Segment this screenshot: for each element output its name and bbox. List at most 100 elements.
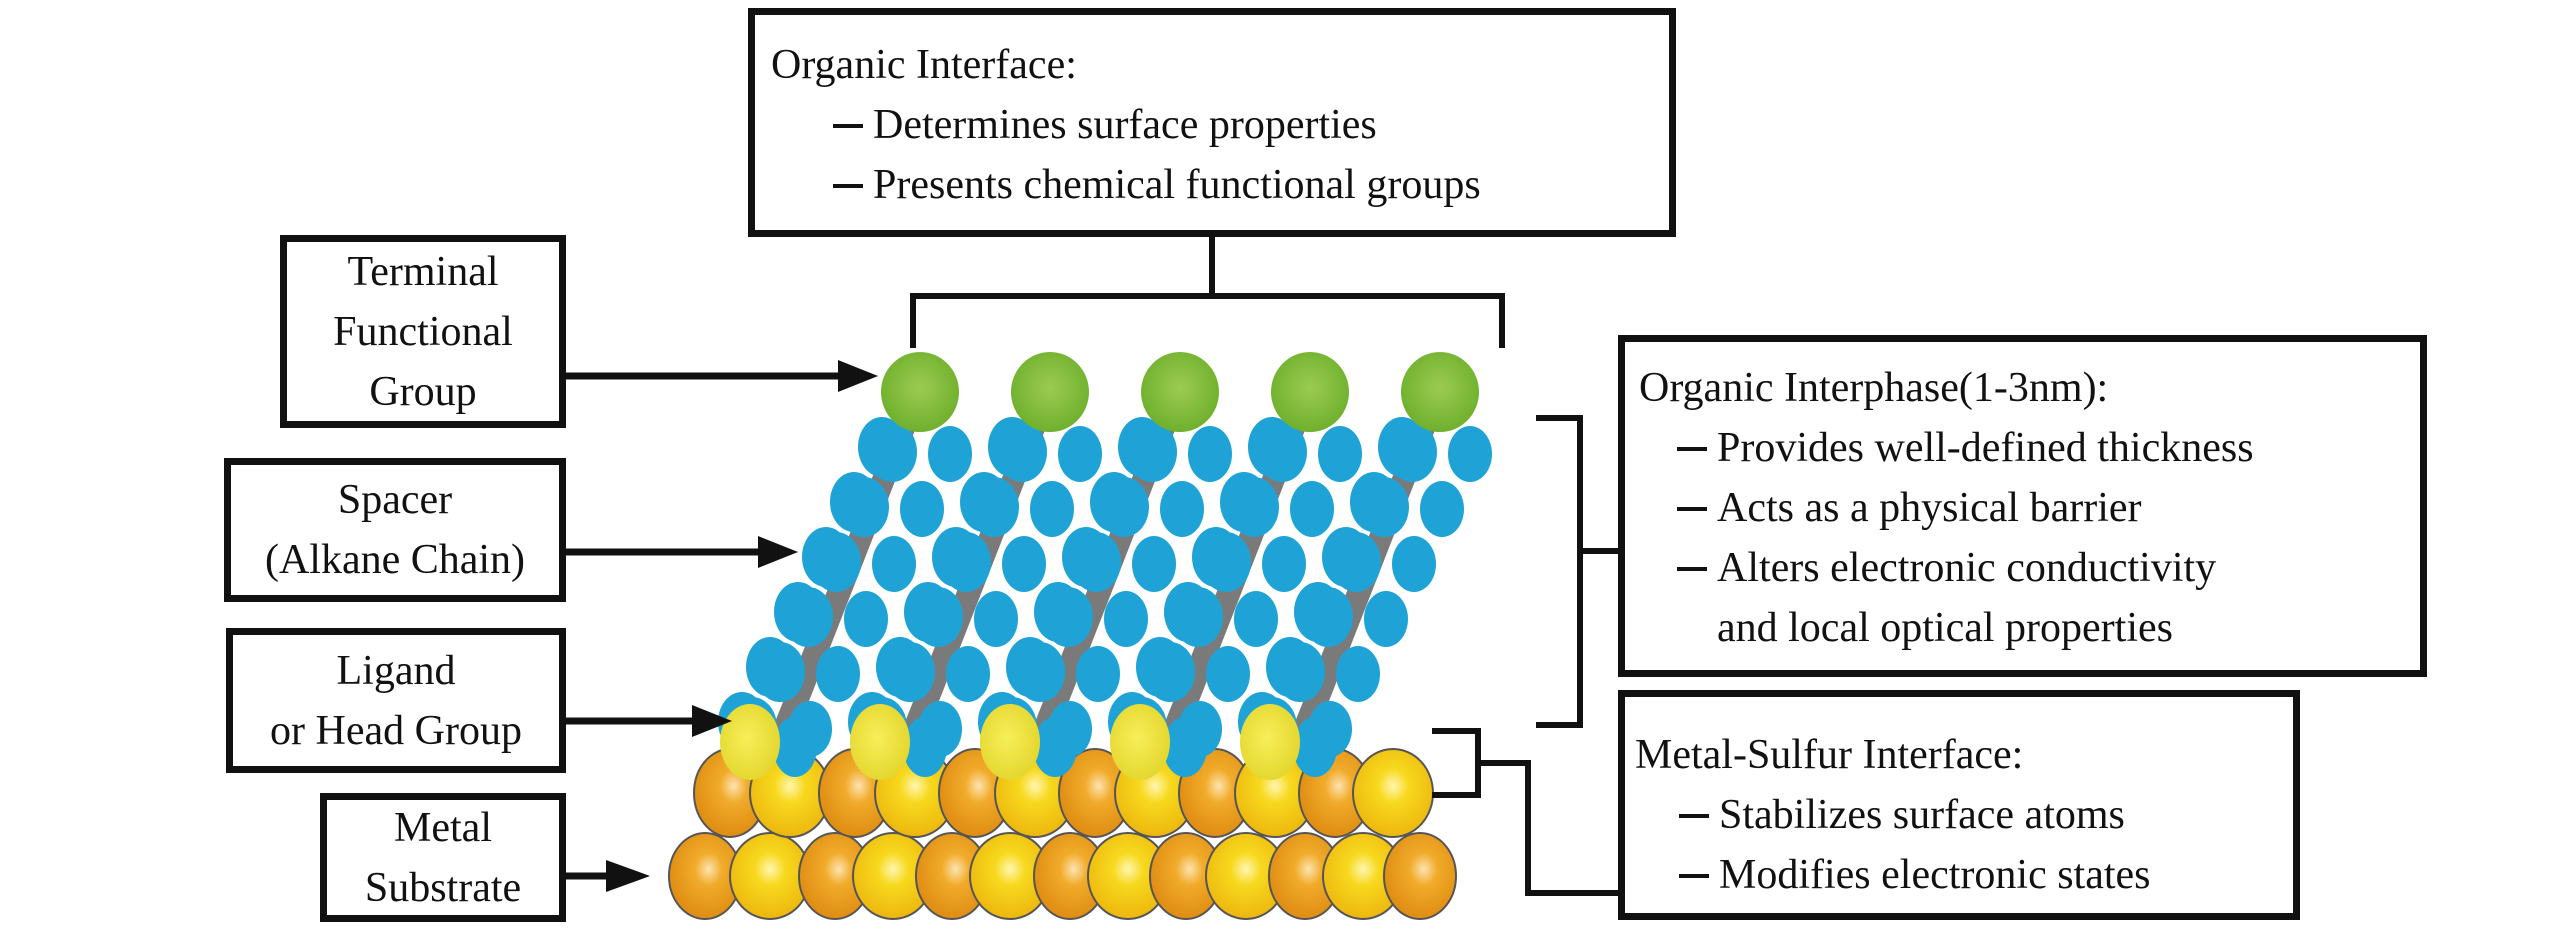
hydrogen-atom <box>1030 481 1074 537</box>
label-line: Spacer <box>337 477 453 523</box>
hydrogen-atom <box>1420 481 1464 537</box>
bullet-item: Determines surface properties <box>771 95 1653 155</box>
metal-sulfur-title: Metal-Sulfur Interface: <box>1635 732 2024 778</box>
hydrogen-atom <box>1071 532 1121 592</box>
bullet-item: Stabilizes surface atoms <box>1635 785 2279 845</box>
hydrogen-atom <box>1099 477 1149 537</box>
hydrogen-atom <box>1201 532 1251 592</box>
organic-interface-title: Organic Interface: <box>771 42 1077 88</box>
hydrogen-atom <box>1293 717 1337 777</box>
dash-icon <box>833 184 863 188</box>
bullet-item: Acts as a physical barrier <box>1639 478 2402 538</box>
hydrogen-atom <box>816 646 860 702</box>
organic-interphase-box: Organic Interphase(1-3nm): Provides well… <box>1618 335 2427 677</box>
dash-icon <box>1677 507 1707 511</box>
hydrogen-atom <box>1002 536 1046 592</box>
hydrogen-atom <box>1229 477 1279 537</box>
hydrogen-atom <box>1318 426 1362 482</box>
gold-atom <box>1352 748 1434 838</box>
label-line: Substrate <box>364 864 522 911</box>
bullet-item: Alters electronic conductivity <box>1639 538 2402 598</box>
label-line: or Head Group <box>270 707 522 754</box>
sulfur-atom <box>720 704 780 780</box>
arrow-substrate <box>566 860 650 892</box>
hydrogen-atom <box>1033 717 1077 777</box>
hydrogen-atom <box>844 591 888 647</box>
alkane-chain <box>1238 352 1492 780</box>
hydrogen-atom <box>1336 646 1380 702</box>
organic-interface-bracket <box>910 237 1505 348</box>
connectors <box>566 237 1620 896</box>
dash-icon <box>1679 814 1709 818</box>
dash-icon <box>1677 447 1707 451</box>
hydrogen-atom <box>1262 536 1306 592</box>
hydrogen-atom <box>1145 642 1195 702</box>
hydrogen-atom <box>1257 422 1307 482</box>
bullet-item: Modifies electronic states <box>1635 845 2279 905</box>
alkane-chain <box>978 352 1232 780</box>
bullet-item: Presents chemical functional groups <box>771 155 1653 215</box>
terminal-group-atom <box>1271 352 1349 432</box>
arrow-spacer <box>566 536 798 568</box>
label-line: Metal <box>394 804 492 851</box>
sulfur-atom <box>1240 704 1300 780</box>
metal-substrate-atoms <box>668 748 1457 920</box>
label-line: Terminal <box>347 248 499 295</box>
hydrogen-atom <box>1448 426 1492 482</box>
hydrogen-atom <box>1132 536 1176 592</box>
hydrogen-atom <box>1359 477 1409 537</box>
hydrogen-atom <box>885 642 935 702</box>
arrow-terminal-group <box>566 360 878 392</box>
metal-sulfur-bracket <box>1432 728 1620 896</box>
hydrogen-atom <box>1058 426 1102 482</box>
sulfur-atom <box>980 704 1040 780</box>
metal-substrate-box: Metal Substrate <box>320 793 566 922</box>
bullet-continuation: and local optical properties <box>1717 605 2173 651</box>
dash-icon <box>1677 567 1707 571</box>
hydrogen-atom <box>1234 591 1278 647</box>
hydrogen-atom <box>1104 591 1148 647</box>
hydrogen-atom <box>997 422 1047 482</box>
sulfur-atom <box>1110 704 1170 780</box>
hydrogen-atom <box>1303 587 1353 647</box>
hydrogen-atom <box>974 591 1018 647</box>
hydrogen-atom <box>1163 717 1207 777</box>
hydrogen-atom <box>1275 642 1325 702</box>
ligand-head-group-box: Ligand or Head Group <box>226 628 566 773</box>
hydrogen-atom <box>903 717 947 777</box>
bullet-item: Provides well-defined thickness <box>1639 418 2402 478</box>
hydrogen-atom <box>1015 642 1065 702</box>
hydrogen-atom <box>811 532 861 592</box>
hydrogen-atom <box>941 532 991 592</box>
hydrogen-atom <box>1392 536 1436 592</box>
sulfur-atom <box>850 704 910 780</box>
hydrogen-atom <box>839 477 889 537</box>
hydrogen-atom <box>1188 426 1232 482</box>
alkane-chain <box>718 352 972 780</box>
hydrogen-atom <box>783 587 833 647</box>
hydrogen-atom <box>928 426 972 482</box>
hydrogen-atom <box>1364 591 1408 647</box>
terminal-group-atom <box>1011 352 1089 432</box>
hydrogen-atom <box>969 477 1019 537</box>
organic-interphase-bracket <box>1536 415 1620 728</box>
hydrogen-atom <box>946 646 990 702</box>
alkane-chains <box>718 352 1492 780</box>
hydrogen-atom <box>867 422 917 482</box>
hydrogen-atom <box>872 536 916 592</box>
label-line: (Alkane Chain) <box>264 537 526 583</box>
hydrogen-atom <box>1173 587 1223 647</box>
hydrogen-atom <box>773 717 817 777</box>
terminal-group-atom <box>881 352 959 432</box>
arrow-ligand <box>566 705 732 737</box>
spacer-box: Spacer (Alkane Chain) <box>224 458 566 602</box>
gold-atom-dark <box>1383 832 1457 920</box>
terminal-functional-group-box: Terminal Functional Group <box>280 235 566 428</box>
hydrogen-atom <box>1290 481 1334 537</box>
terminal-group-atom <box>1141 352 1219 432</box>
hydrogen-atom <box>1387 422 1437 482</box>
hydrogen-atom <box>913 587 963 647</box>
dash-icon <box>1679 874 1709 878</box>
hydrogen-atom <box>755 642 805 702</box>
